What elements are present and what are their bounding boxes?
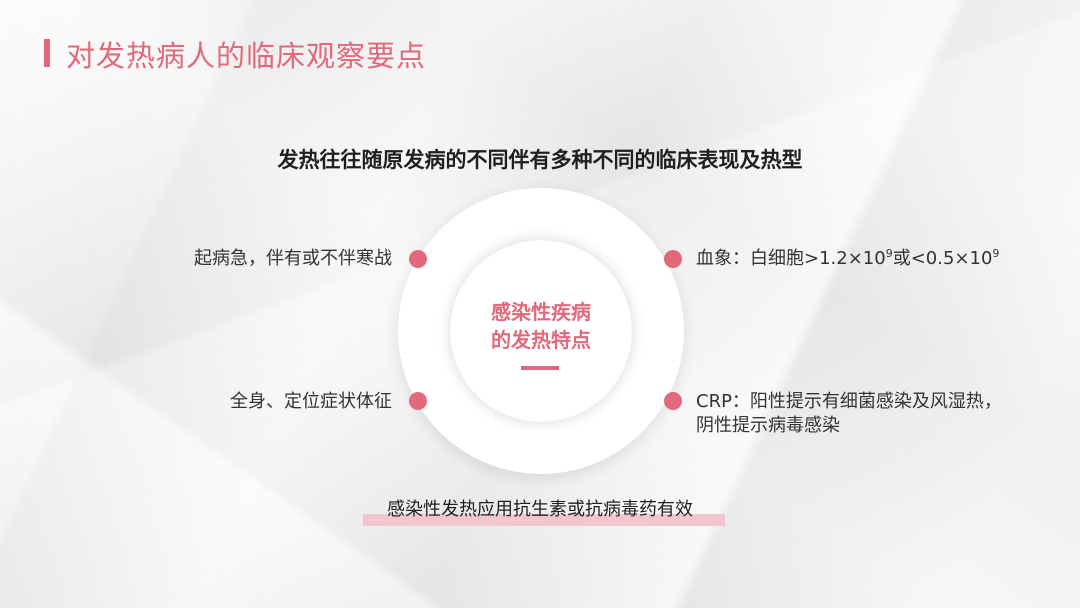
blood-count-exponent-2: 9 <box>992 247 1000 260</box>
point-symptoms: 全身、定位症状体征 <box>230 391 392 412</box>
bullet-dot-top-right <box>664 250 682 268</box>
point-blood-count: 血象：白细胞>1.2×109或<0.5×109 <box>696 247 999 271</box>
point-onset: 起病急，伴有或不伴寒战 <box>194 248 392 269</box>
footer-highlight <box>363 514 725 526</box>
header-accent-bar <box>44 39 50 67</box>
blood-count-middle: 或<0.5×10 <box>892 248 993 269</box>
bullet-dot-top-left <box>409 250 427 268</box>
point-crp: CRP：阳性提示有细菌感染及风湿热，阴性提示病毒感染 <box>696 391 1002 436</box>
center-heading-line1: 感染性疾病 <box>491 300 591 324</box>
bullet-dot-bottom-right <box>664 392 682 410</box>
center-heading-line2: 的发热特点 <box>491 328 591 352</box>
bullet-dot-bottom-left <box>409 392 427 410</box>
inner-circle <box>450 240 632 422</box>
center-underline <box>521 366 559 370</box>
blood-count-exponent-1: 9 <box>885 247 893 260</box>
center-heading: 感染性疾病 的发热特点 <box>450 298 632 354</box>
footer-conclusion: 感染性发热应用抗生素或抗病毒药有效 <box>387 499 693 520</box>
slide-title: 对发热病人的临床观察要点 <box>66 39 427 73</box>
slide-subtitle: 发热往往随原发病的不同伴有多种不同的临床表现及热型 <box>277 148 803 172</box>
blood-count-prefix: 血象：白细胞>1.2×10 <box>696 248 886 269</box>
